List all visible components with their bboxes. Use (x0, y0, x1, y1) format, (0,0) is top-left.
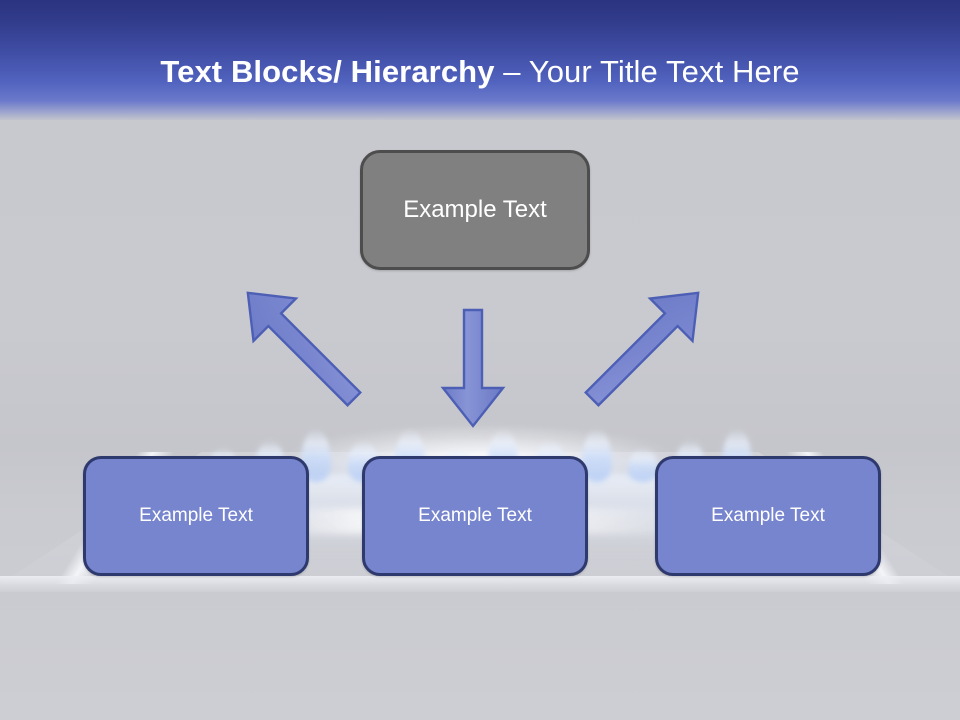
page-title-bold: Text Blocks/ Hierarchy (160, 54, 504, 89)
title-banner: Text Blocks/ Hierarchy – Your Title Text… (0, 0, 960, 120)
page-title-light: Your Title Text Here (528, 54, 800, 89)
hierarchy-root-label: Example Text (403, 196, 547, 223)
page-title: Text Blocks/ Hierarchy – Your Title Text… (0, 52, 960, 92)
background-shelf-line (0, 576, 960, 594)
hierarchy-child-label-2: Example Text (418, 505, 532, 526)
hierarchy-child-label-1: Example Text (139, 505, 253, 526)
arrow-down-icon[interactable] (440, 308, 506, 428)
hierarchy-root-box[interactable]: Example Text (360, 150, 590, 270)
arrow-down-left-icon[interactable] (227, 272, 375, 420)
hierarchy-child-box-3[interactable]: Example Text (655, 456, 881, 576)
page-title-separator: – (503, 54, 529, 89)
arrow-down-right-icon[interactable] (571, 272, 719, 420)
flame-icon (628, 448, 659, 482)
hierarchy-child-box-1[interactable]: Example Text (83, 456, 309, 576)
hierarchy-child-box-2[interactable]: Example Text (362, 456, 588, 576)
background-lower-panel (0, 592, 960, 720)
hierarchy-child-label-3: Example Text (711, 505, 825, 526)
